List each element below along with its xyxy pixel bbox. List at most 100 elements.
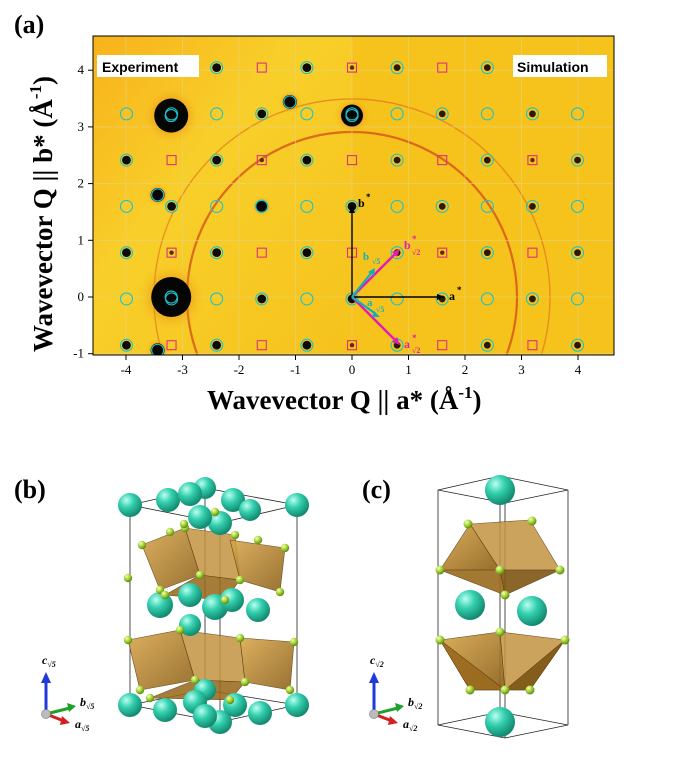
diffraction-spot: [212, 155, 222, 165]
diffraction-spot: [483, 64, 491, 71]
strong-peak: [150, 343, 165, 355]
anion-atom: [275, 587, 285, 597]
circle-marker: [480, 107, 494, 121]
circle-marker: [165, 292, 179, 306]
cation-atom: [153, 698, 177, 722]
circle-marker: [525, 292, 539, 306]
diffraction-spot: [529, 295, 536, 303]
anion-atom: [123, 573, 133, 583]
diffraction-spot: [529, 110, 536, 118]
circle-marker: [300, 199, 314, 213]
cation-atom: [246, 598, 270, 622]
a-sqrt2-subscript: √2: [412, 346, 420, 355]
b-star-label: b: [358, 196, 365, 210]
diffraction-spot: [530, 157, 535, 163]
anion-atom: [560, 635, 570, 645]
cation-atom: [221, 488, 245, 512]
diffraction-spot: [529, 202, 536, 210]
cation-atom: [208, 511, 232, 535]
circle-marker: [165, 107, 179, 121]
atoms: [435, 475, 570, 737]
circle-marker: [210, 199, 224, 213]
circle-marker: [480, 153, 494, 167]
circle-marker: [570, 199, 585, 213]
x-tick-label: 4: [575, 362, 582, 377]
diffraction-spot: [169, 250, 174, 255]
diffraction-spot: [302, 340, 312, 350]
diffraction-spot: [122, 340, 131, 350]
diffraction-spot: [257, 109, 267, 119]
circle-marker: [255, 292, 269, 306]
square-marker: [527, 155, 538, 166]
circle-marker: [300, 61, 314, 75]
anion-atom: [145, 693, 155, 703]
plot-frame: [92, 35, 615, 356]
circle-marker: [525, 107, 539, 121]
anion-atom: [179, 519, 189, 529]
anion-atom: [235, 575, 245, 585]
anion-atom: [123, 635, 133, 645]
anion-atom: [225, 695, 235, 705]
y-tick-label: -1: [73, 346, 84, 361]
y-tick-label: 2: [78, 176, 85, 191]
anion-atom: [190, 675, 200, 685]
square-marker: [256, 340, 267, 351]
square-marker: [346, 340, 358, 351]
circle-marker: [345, 107, 359, 121]
cation-atom: [188, 505, 212, 529]
diffraction-spot: [574, 156, 581, 164]
diffraction-spot: [574, 341, 581, 349]
anion-atom: [135, 685, 145, 695]
diffraction-spot: [259, 157, 264, 163]
anion-atom: [253, 535, 263, 545]
circle-marker: [119, 199, 134, 213]
experiment-label: Experiment: [102, 59, 179, 75]
anion-atom: [435, 635, 445, 645]
polyhedra-lower: [439, 631, 566, 691]
diffraction-spot: [302, 248, 312, 258]
circle-marker: [480, 246, 494, 260]
a-sqrt2-superscript: *: [412, 333, 417, 343]
cation-atom: [220, 588, 244, 612]
circle-marker: [119, 153, 134, 167]
square-marker: [166, 247, 177, 258]
simulation-label: Simulation: [517, 59, 589, 75]
y-tick-label: 3: [78, 119, 85, 134]
circle-marker: [210, 61, 224, 75]
x-axis-close: ): [473, 385, 482, 415]
anion-atom: [210, 507, 220, 517]
circle-marker: [570, 153, 585, 167]
circle-marker: [390, 292, 404, 306]
circle-marker: [210, 107, 224, 121]
x-axis-title: Wavevector Q || a* (Å-1): [207, 383, 482, 415]
anion-atom: [175, 625, 185, 635]
circle-marker: [300, 338, 314, 352]
circle-marker: [119, 246, 134, 260]
axis-b-label-c: b√2: [408, 695, 422, 711]
cation-atom: [485, 475, 515, 505]
b-sqrt2-label: b: [404, 238, 411, 252]
cation-atom: [248, 701, 272, 725]
circle-marker: [165, 199, 179, 213]
circle-marker: [525, 199, 539, 213]
lattice-vectors: [349, 205, 445, 345]
anion-atom: [137, 540, 147, 550]
b-sqrt2-superscript: *: [412, 234, 417, 244]
circle-marker: [119, 292, 134, 306]
cation-atom: [178, 583, 202, 607]
panel-label-a: (a): [14, 10, 44, 39]
strong-peak-marker: [151, 188, 165, 202]
circle-marker: [210, 153, 224, 167]
diffraction-spot: [212, 340, 222, 350]
cation-atom: [285, 693, 309, 717]
diffraction-spot: [393, 156, 401, 164]
cation-atom: [156, 488, 180, 512]
anion-atom: [220, 595, 230, 605]
square-marker: [437, 247, 448, 258]
a-sqrt2-label: a: [404, 337, 410, 351]
anion-atom: [465, 685, 475, 695]
strong-peak: [151, 277, 192, 317]
circle-marker: [390, 153, 404, 167]
crystal-structure-sqrt5: [118, 477, 309, 734]
